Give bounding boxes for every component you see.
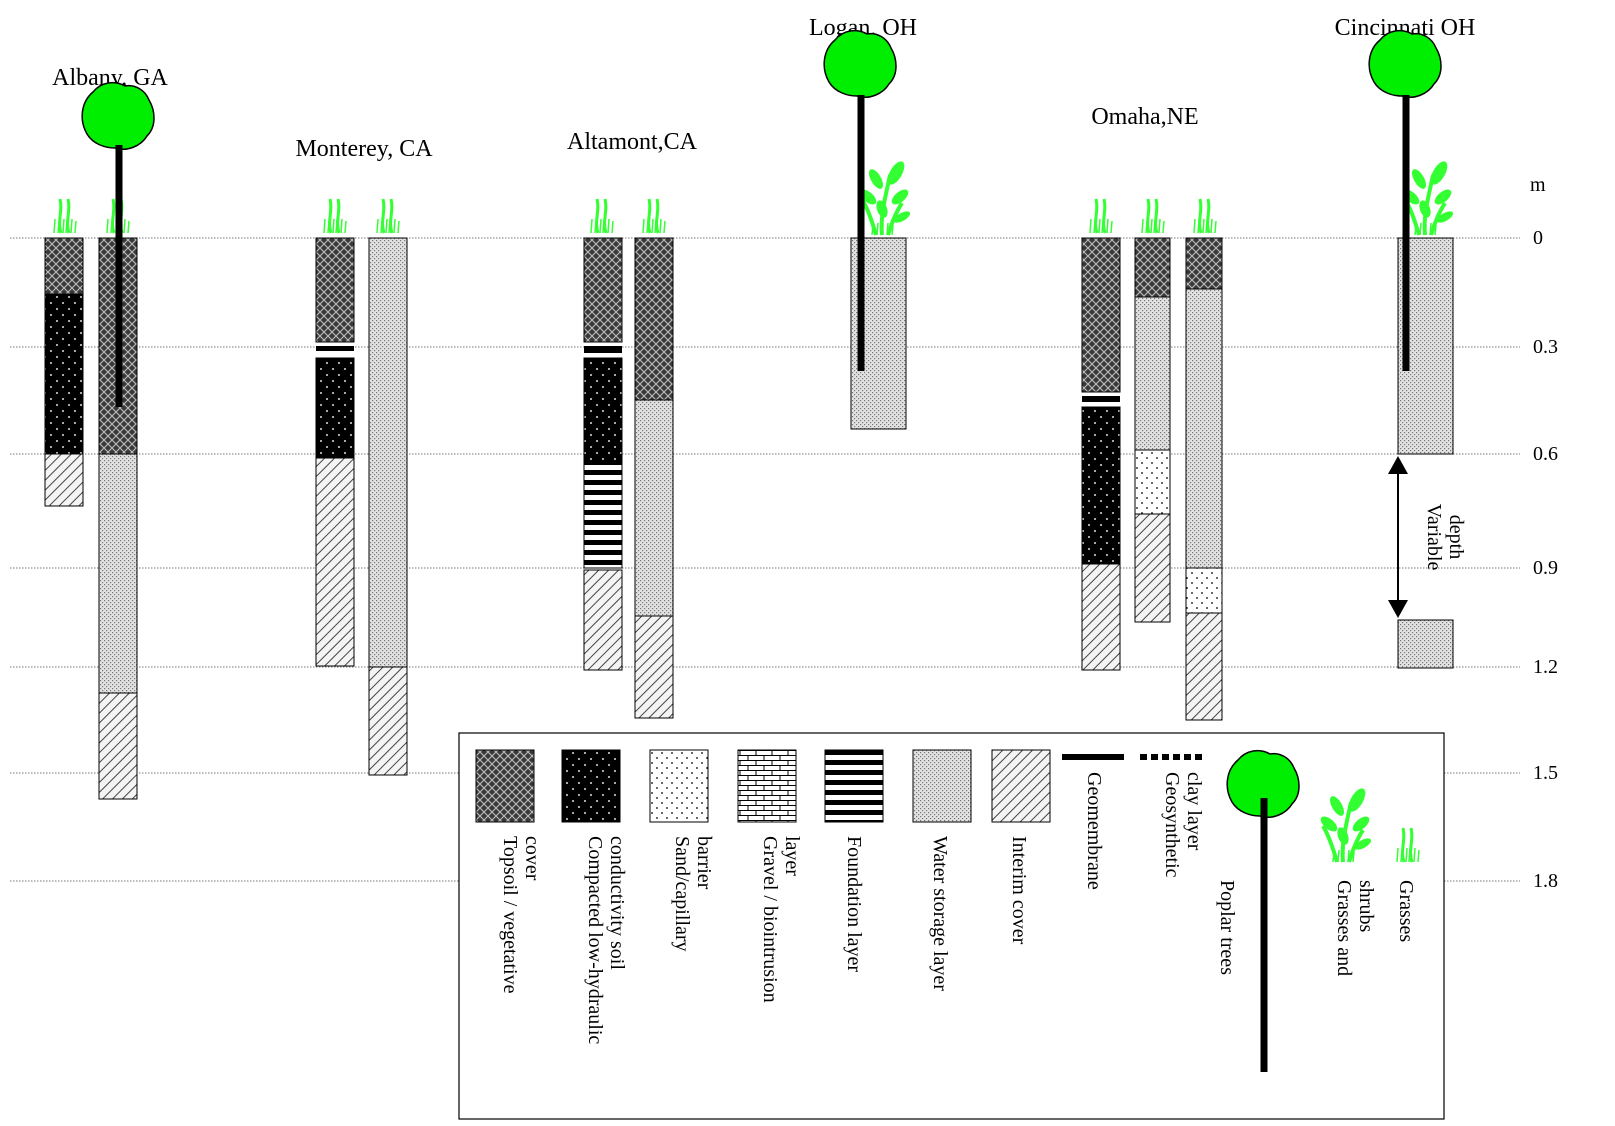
- variable-depth-arrow: [1388, 456, 1408, 618]
- site-title-omaha: Omaha,NE: [1091, 104, 1198, 130]
- legend-label-sand-2: barrier: [693, 836, 715, 890]
- legend-label-interim: Interim cover: [1008, 836, 1030, 945]
- monterey-column-1: [315, 237, 355, 667]
- profile-cincinnati: Variable depth: [1368, 29, 1467, 669]
- legend-swatch-sand: [649, 749, 709, 823]
- legend-label-shrubs-2: shrubs: [1355, 880, 1377, 932]
- legend-label-compacted: Compacted low-hydraulic: [584, 836, 606, 1044]
- legend-swatch-water: [912, 749, 972, 823]
- legend-label-topsoil-2: cover: [521, 836, 543, 881]
- profile-albany: [44, 81, 155, 800]
- depth-tick-label: 0.3: [1533, 336, 1558, 358]
- site-title-altamont: Altamont,CA: [567, 129, 698, 155]
- site-title-monterey: Monterey, CA: [295, 136, 433, 162]
- profile-logan: [823, 29, 914, 430]
- site-titles: Albany, GA Monterey, CA Altamont,CA Loga…: [52, 15, 1475, 162]
- legend-swatch-compacted: [561, 749, 621, 823]
- legend-swatch-gravel: [737, 749, 797, 823]
- legend-swatch-topsoil: [475, 749, 535, 823]
- depth-tick-label: 0: [1533, 227, 1543, 249]
- legend-labels: Topsoil / vegetative cover Compacted low…: [499, 772, 1417, 1044]
- altamont-column-1: [583, 237, 623, 671]
- monterey-column-2: [368, 237, 408, 776]
- legend-label-sand: Sand/capillary: [671, 836, 693, 952]
- variable-depth-label-1: Variable: [1423, 504, 1445, 571]
- poplar-tree-icon: [823, 29, 897, 99]
- legend-swatch-foundation: [824, 749, 884, 823]
- poplar-tree-icon: [1368, 29, 1442, 99]
- legend-label-geosynthetic-2: clay layer: [1183, 772, 1205, 851]
- depth-tick-label: 0.6: [1533, 443, 1558, 465]
- depth-tick-label: 1.5: [1533, 762, 1558, 784]
- legend-label-poplar: Poplar trees: [1216, 880, 1238, 975]
- legend-label-gravel-2: layer: [781, 836, 803, 876]
- legend-label-geosynthetic: Geosynthetic: [1161, 772, 1183, 878]
- omaha-column-1: [1081, 237, 1121, 671]
- profile-omaha: [1081, 197, 1223, 721]
- profile-altamont: [583, 197, 674, 719]
- legend-label-foundation: Foundation layer: [843, 836, 865, 972]
- depth-tick-label: 1.2: [1533, 656, 1558, 678]
- shrub-icon: [855, 156, 914, 237]
- depth-axis-ticks: 0 0.3 0.6 0.9 1.2 1.5 1.8: [1533, 227, 1558, 892]
- legend-label-grasses: Grasses: [1395, 880, 1417, 942]
- depth-tick-label: 1.8: [1533, 870, 1558, 892]
- poplar-tree-icon: [81, 81, 155, 151]
- omaha-column-3: [1185, 237, 1223, 721]
- legend-label-geomembrane: Geomembrane: [1083, 772, 1105, 890]
- profile-monterey: [315, 197, 408, 776]
- legend-label-topsoil: Topsoil / vegetative: [499, 836, 521, 994]
- omaha-column-2: [1134, 237, 1171, 623]
- altamont-column-2: [634, 237, 674, 719]
- legend-swatch-interim: [991, 749, 1051, 823]
- cincinnati-column-lower: [1397, 619, 1454, 669]
- variable-depth-label-2: depth: [1445, 515, 1467, 559]
- legend-label-water: Water storage layer: [929, 836, 951, 991]
- depth-axis-unit: m: [1530, 174, 1546, 196]
- albany-column-1: [44, 237, 84, 507]
- legend-label-compacted-2: conductivity soil: [606, 836, 628, 970]
- legend-label-gravel: Gravel / biointrusion: [759, 836, 781, 1003]
- legend-label-shrubs: Grasses and: [1333, 880, 1355, 976]
- legend: Topsoil / vegetative cover Compacted low…: [458, 732, 1445, 1120]
- depth-tick-label: 0.9: [1533, 557, 1558, 579]
